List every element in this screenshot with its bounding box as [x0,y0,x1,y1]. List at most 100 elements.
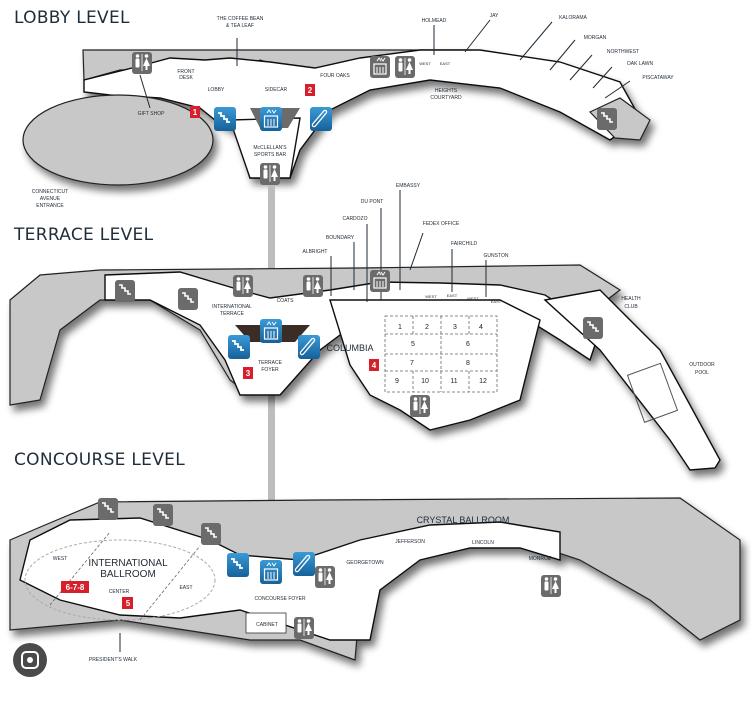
health-club-label-2: CLUB [624,304,638,310]
terrace-level-title: TERRACE LEVEL [13,225,154,245]
badge-6-7-8: 6-7-8 [61,581,89,593]
restroom-icon [540,574,562,598]
international-ballroom-label-2: BALLROOM [100,569,156,580]
stairs-icon [227,334,251,360]
badge-1: 1 [190,106,200,118]
columbia-section-5: 5 [411,341,415,348]
columbia-section-2: 2 [425,324,429,331]
lobby-level: LOBBY LEVEL THE COFFEE BEAN & TEA LEAF F… [14,8,674,209]
escalator-icon [293,552,315,576]
fairchild-west-label: WEST [425,294,437,299]
mcclellans-label: McCLELLAN'S [253,145,287,151]
coffee-bean-label: THE COFFEE BEAN [217,16,264,22]
elevator-icon [259,318,283,344]
badge-4: 4 [369,359,379,371]
restroom-icon [409,394,431,418]
albright-label: ALBRIGHT [302,249,327,255]
columbia-section-10: 10 [421,378,429,385]
international-terrace-label-2: TERRACE [220,311,245,317]
elevator-icon [259,106,283,132]
stairs-icon [582,316,604,340]
badge-3: 3 [243,367,253,379]
fairchild-label: FAIRCHILD [451,241,478,247]
elevator-icon [369,269,391,293]
columbia-section-12: 12 [479,378,487,385]
elevator-icon [259,559,283,585]
stairs-icon [152,503,174,527]
stairs-icon [97,497,119,521]
restroom-icon [293,616,315,640]
svg-text:2: 2 [308,86,313,95]
restroom-icon [259,162,281,186]
terrace-level: TERRACE LEVEL 1 2 3 4 5 6 7 8 [9,183,721,471]
ballroom-west-label: WEST [53,556,67,562]
svg-text:1: 1 [193,108,198,117]
restroom-icon [302,274,324,298]
connecticut-entrance-label-2: AVENUE [40,196,61,202]
outdoor-pool-label-2: POOL [695,370,709,376]
columbia-section-9: 9 [395,378,399,385]
four-oaks-label: FOUR OAKS [320,73,350,79]
monroe-label: MONROE [529,556,552,562]
svg-text:6-7-8: 6-7-8 [66,583,85,592]
ballroom-center-label: CENTER [109,589,130,595]
embassy-label: EMBASSY [396,183,421,189]
crystal-ballroom-label: CRYSTAL BALLROOM [417,515,510,525]
columbia-section-4: 4 [479,324,483,331]
columbia-label: COLUMBIA [326,343,373,353]
presidents-walk-label: PRESIDENT'S WALK [89,657,138,663]
ballroom-east-label: EAST [179,585,192,591]
gunston-west-label: WEST [467,296,479,301]
columbia-section-11: 11 [450,378,457,385]
coffee-bean-label-2: & TEA LEAF [226,23,254,29]
stairs-icon [213,106,237,132]
stairs-icon [596,107,618,131]
du-pont-label: DU PONT [361,199,384,205]
heights-courtyard-label-2: COURTYARD [430,95,462,101]
heights-courtyard-label: HEIGHTS [435,88,458,94]
columbia-section-7: 7 [410,360,414,367]
georgetown-label: GEORGETOWN [346,560,384,566]
holmead-label: HOLMEAD [422,18,447,24]
restroom-icon [232,274,254,298]
morgan-label: MORGAN [584,35,607,41]
stairs-icon [226,552,250,578]
sidecar-label: SIDECAR [265,87,288,93]
stairs-icon [200,522,222,546]
northwest-label: NORTHWEST [607,49,639,55]
gunston-label: GUNSTON [484,253,509,259]
coats-label: COATS [277,298,295,304]
lincoln-label: LINCOLN [472,540,494,546]
holmead-west-label: WEST [419,61,431,66]
front-desk-label: FRONT [177,69,194,75]
columbia-ballroom-grid: 1 2 3 4 5 6 7 8 9 10 11 12 [384,315,498,393]
lens-icon[interactable] [13,643,47,677]
front-desk-label-2: DESK [179,75,193,81]
jefferson-label: JEFFERSON [395,539,425,545]
holmead-east-label: EAST [440,61,451,66]
concourse-foyer-label: CONCOURSE FOYER [254,596,306,602]
outdoor-pool-label: OUTDOOR [689,362,715,368]
connecticut-entrance-label: CONNECTICUT [32,189,68,195]
escalator-icon [310,107,332,131]
international-terrace-label: INTERNATIONAL [212,304,252,310]
international-ballroom-label: INTERNATIONAL [88,558,168,569]
cabinet-label: CABINET [256,622,278,628]
oak-lawn-label: OAK LAWN [627,61,654,67]
restroom-icon [314,565,336,589]
columbia-section-6: 6 [466,341,470,348]
columbia-section-3: 3 [453,324,457,331]
restroom-icon [394,55,416,79]
gunston-east-label: EAST [491,299,502,304]
kalorama-label: KALORAMA [559,15,587,21]
escalator-icon [298,335,320,359]
terrace-foyer-label-2: FOYER [261,367,279,373]
fairchild-east-label: EAST [447,293,458,298]
jay-label: JAY [490,13,499,19]
badge-5: 5 [122,597,133,609]
restroom-icon [131,51,153,75]
boundary-label: BOUNDARY [326,235,355,241]
fedex-office-label: FEDEX OFFICE [423,221,460,227]
connecticut-entrance-label-3: ENTRANCE [36,203,64,209]
